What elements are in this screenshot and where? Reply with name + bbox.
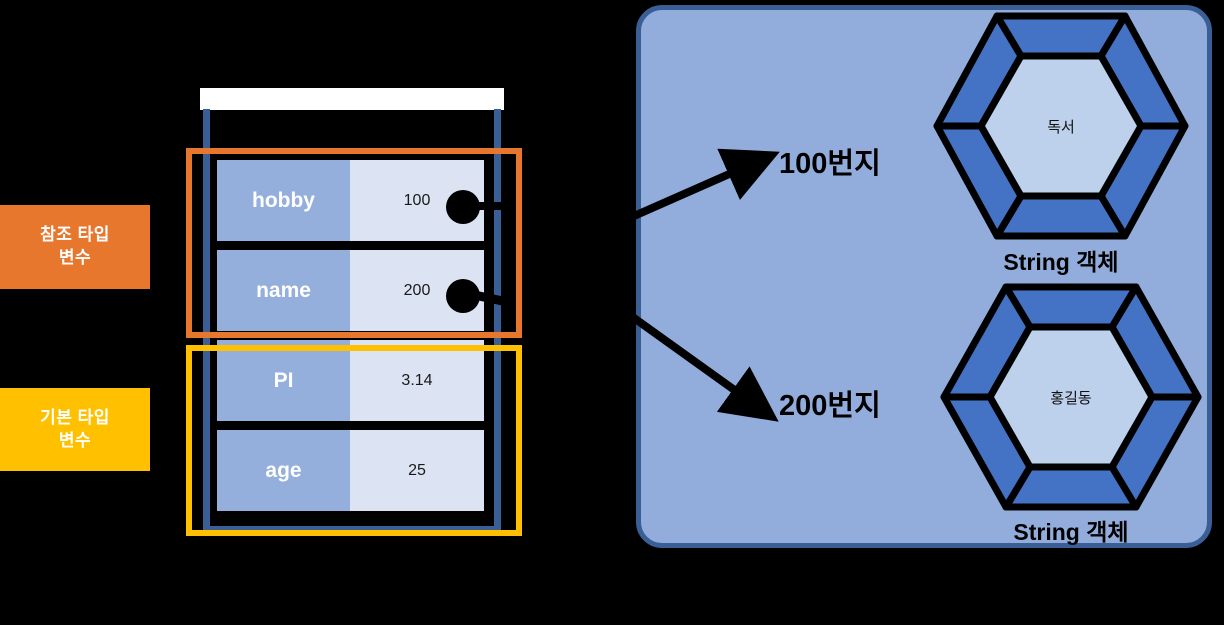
- stack-bottom-post: [203, 526, 501, 533]
- variable-name-pi: PI: [217, 340, 350, 421]
- reference-group-outline: [186, 148, 522, 338]
- arrow-to-200-icon: [631, 314, 779, 422]
- hex1-inner: [977, 52, 1145, 200]
- primitive-type-label: 기본 타입 변수: [0, 388, 150, 471]
- variable-value-pi: 3.14: [350, 340, 484, 421]
- reference-type-label-line1: 참조 타입: [40, 225, 110, 245]
- heap-address-200: 200번지: [779, 390, 881, 422]
- pointer-stub-hobby: [474, 202, 518, 210]
- stack-right-post: [494, 109, 501, 533]
- stack-row-pi: PI 3.14: [217, 340, 484, 421]
- stack-row-age: age 25: [217, 430, 484, 511]
- variable-value-age: 25: [350, 430, 484, 511]
- variable-name-hobby: hobby: [217, 160, 350, 241]
- stack-top-bar: [200, 88, 504, 110]
- stack-left-post: [203, 109, 210, 533]
- reference-type-label-line2: 변수: [58, 248, 92, 267]
- string-object-caption-2: String 객체: [1013, 519, 1129, 545]
- hex2-inner: [986, 323, 1156, 471]
- primitive-type-label-line2: 변수: [58, 430, 92, 450]
- primitive-type-label-line1: 기본 타입: [40, 407, 110, 427]
- variable-name-age: age: [217, 430, 350, 511]
- primitive-group-outline: [186, 345, 522, 536]
- string-object-hexagon-1: 독서: [933, 12, 1189, 240]
- arrow-to-100-icon: [632, 148, 780, 220]
- heap-address-100: 100번지: [779, 148, 881, 180]
- variable-name-name: name: [217, 250, 350, 331]
- string-object-hexagon-2: 홍길동: [940, 283, 1202, 511]
- reference-type-label: 참조 타입 변수: [0, 205, 150, 289]
- variable-value-name: 200: [350, 250, 484, 331]
- string-object-caption-1: String 객체: [1003, 249, 1119, 275]
- stack-row-name: name 200: [217, 250, 484, 331]
